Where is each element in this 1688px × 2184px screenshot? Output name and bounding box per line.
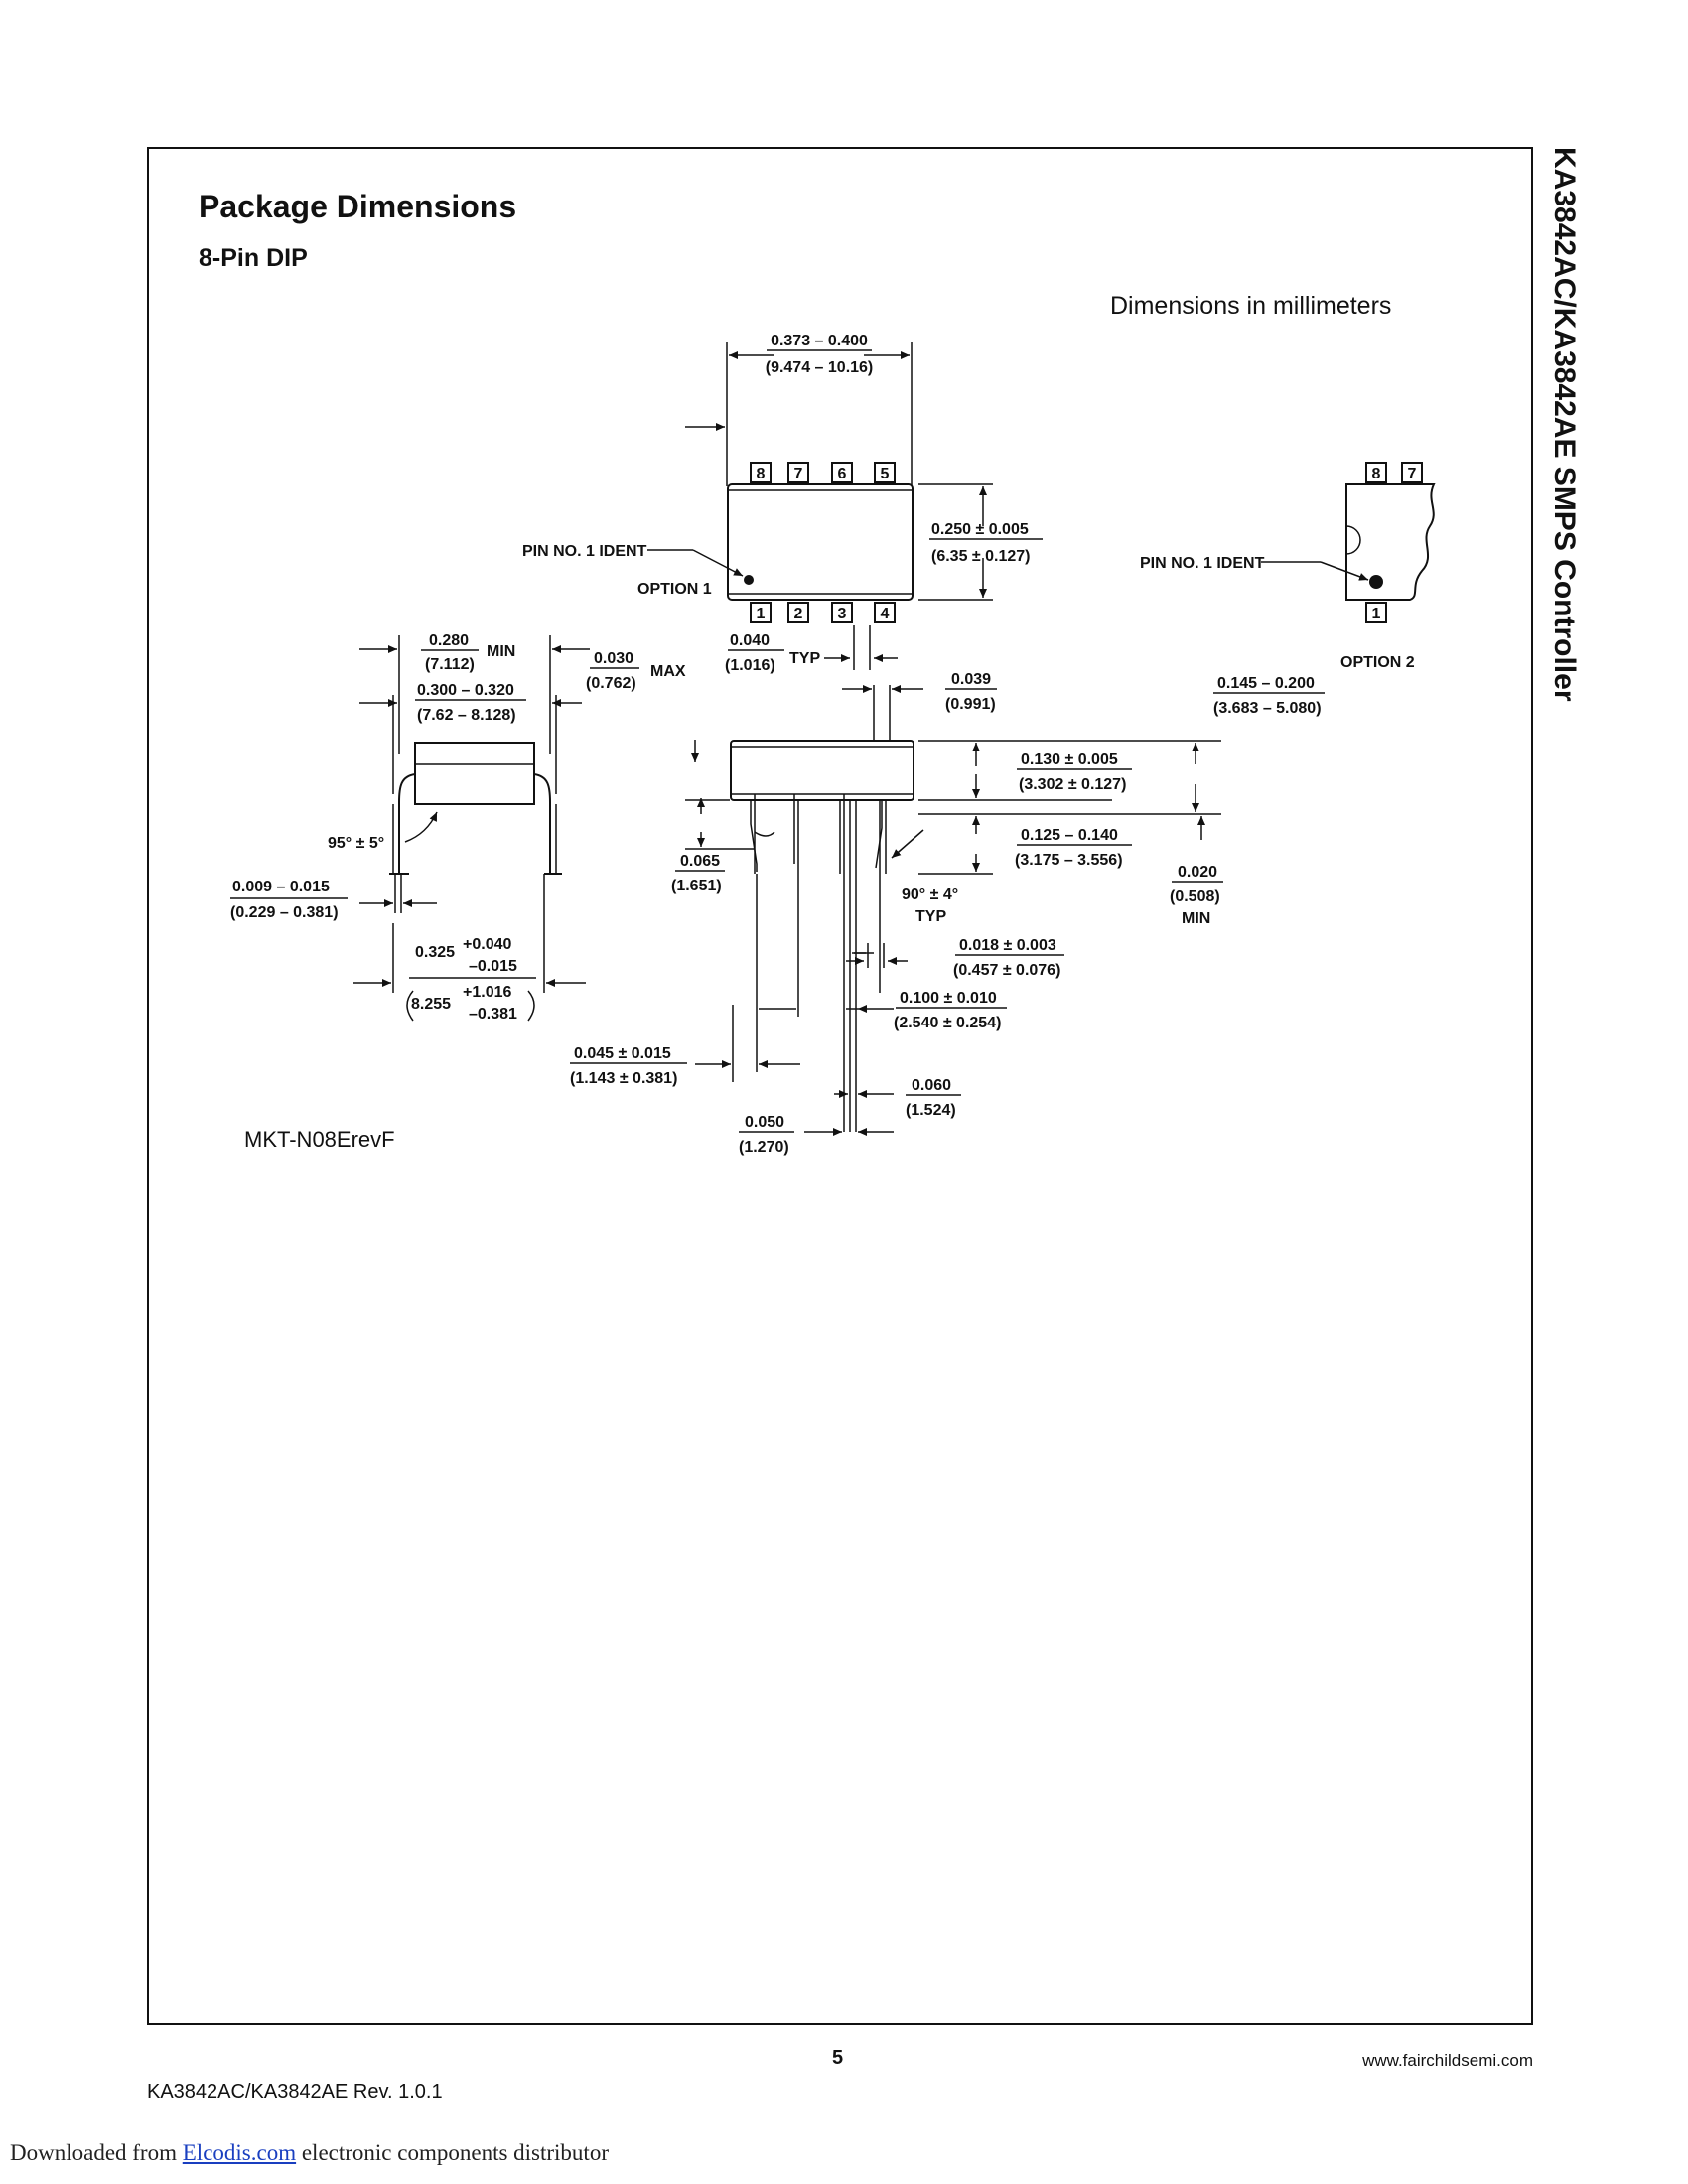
pins-bottom: 1 2 3 4: [750, 602, 896, 623]
end-row-in: 0.300 – 0.320: [417, 682, 514, 699]
lead-width-mm: (0.457 ± 0.076): [953, 962, 1060, 979]
elcodis-link[interactable]: Elcodis.com: [182, 2140, 297, 2165]
opt2-pin1-dot: [1369, 575, 1383, 589]
lead-width-in: 0.018 ± 0.003: [959, 937, 1056, 954]
body-height-mm: (3.302 ± 0.127): [1019, 776, 1126, 793]
total-height-in: 0.145 – 0.200: [1217, 675, 1315, 692]
download-suffix: electronic components distributor: [296, 2140, 609, 2165]
lead-thick-mm: (0.229 – 0.381): [230, 904, 339, 921]
pin-3: 3: [838, 606, 847, 622]
section-subtitle: 8-Pin DIP: [199, 244, 308, 272]
pin-8: 8: [757, 466, 766, 482]
span-mm-minus: –0.381: [469, 1006, 517, 1023]
lead-length-mm: (3.175 – 3.556): [1015, 852, 1123, 869]
download-prefix: Downloaded from: [10, 2140, 183, 2165]
shoulder-w-in: 0.060: [912, 1077, 951, 1094]
end-in: 0.045 ± 0.015: [574, 1045, 671, 1062]
pin-4: 4: [881, 606, 890, 622]
top-width-mm: (9.474 – 10.16): [766, 359, 874, 376]
end-view: 0.280 (7.112) MIN 0.300 – 0.320 (7.62 – …: [230, 632, 686, 1023]
page-frame: [147, 147, 1533, 2025]
option2-body: [1345, 483, 1436, 601]
top-height-in: 0.250 ± 0.005: [931, 521, 1029, 538]
download-banner: Downloaded from Elcodis.com electronic c…: [10, 2140, 609, 2166]
shoulder-max-label: MAX: [650, 663, 686, 680]
standoff-in: 0.020: [1178, 864, 1217, 881]
standoff-mm: (0.508): [1170, 888, 1220, 905]
side-top-mm: (0.991): [945, 696, 996, 713]
pin-gap-in: 0.040: [730, 632, 770, 649]
typ-label: TYP: [789, 650, 820, 667]
option2-label: OPTION 2: [1340, 654, 1415, 671]
page-number: 5: [832, 2047, 844, 2069]
side-top-in: 0.039: [951, 671, 991, 688]
pitch-mm: (2.540 ± 0.254): [894, 1015, 1001, 1031]
end-angle: 95° ± 5°: [328, 835, 384, 852]
opt2-pin1-label: PIN NO. 1 IDENT: [1140, 555, 1265, 572]
pin1-ident-label: PIN NO. 1 IDENT: [522, 543, 647, 560]
top-height-mm: (6.35 ± 0.127): [931, 548, 1031, 565]
side-view-body: [730, 740, 914, 801]
revision: KA3842AC/KA3842AE Rev. 1.0.1: [147, 2081, 443, 2103]
span-in-minus: –0.015: [469, 958, 517, 975]
total-height-mm: (3.683 – 5.080): [1213, 700, 1322, 717]
half-pitch-mm: (1.270): [739, 1139, 789, 1156]
pin-2: 2: [794, 606, 803, 622]
lead-angle: 90° ± 4°: [902, 887, 958, 903]
option2-view: 8 7 1 PIN NO. 1 IDENT OPTION 2: [1140, 462, 1436, 671]
span-in-plus: +0.040: [463, 936, 511, 953]
span-mm: 8.255: [411, 996, 451, 1013]
lead-thick-in: 0.009 – 0.015: [232, 879, 330, 895]
end-rowmin-in: 0.280: [429, 632, 469, 649]
lead-length-in: 0.125 – 0.140: [1021, 827, 1118, 844]
end-min-label: MIN: [487, 643, 515, 660]
opt2-pin-7: 7: [1408, 466, 1417, 482]
shoulder-mm: (0.762): [586, 675, 636, 692]
span-in: 0.325: [415, 944, 455, 961]
pin-gap-mm: (1.016): [725, 657, 775, 674]
pin-1: 1: [757, 606, 766, 622]
shoulder-in: 0.030: [594, 650, 633, 667]
drawing-code: MKT-N08ErevF: [244, 1127, 395, 1152]
opt2-pin-1: 1: [1372, 606, 1381, 622]
pin-6: 6: [838, 466, 847, 482]
dip-body-top: [727, 483, 914, 601]
pins-top: 8 7 6 5: [750, 462, 896, 483]
end-mm: (1.143 ± 0.381): [570, 1070, 677, 1087]
end-rowmin-mm: (7.112): [425, 656, 475, 673]
side-view: 0.039 (0.991) 0.130 ± 0.005 (3.302 ± 0.1…: [570, 671, 1325, 1156]
pin-7: 7: [794, 466, 803, 482]
page-title: Package Dimensions: [199, 189, 517, 224]
standoff-min: MIN: [1182, 910, 1210, 927]
opt2-pin-8: 8: [1372, 466, 1381, 482]
seat-mm: (1.651): [671, 878, 722, 894]
pin-5: 5: [881, 466, 890, 482]
shoulder-w-mm: (1.524): [906, 1102, 956, 1119]
pin1-dot: [744, 575, 754, 585]
units-note: Dimensions in millimeters: [1110, 292, 1392, 320]
end-view-body: [414, 742, 535, 805]
body-height-in: 0.130 ± 0.005: [1021, 751, 1118, 768]
website: www.fairchildsemi.com: [1362, 2051, 1533, 2070]
option1-label: OPTION 1: [637, 581, 712, 598]
pitch-in: 0.100 ± 0.010: [900, 990, 997, 1007]
span-mm-plus: +1.016: [463, 984, 511, 1001]
seat-in: 0.065: [680, 853, 720, 870]
lead-angle-typ: TYP: [915, 908, 946, 925]
top-view: 0.373 – 0.400 (9.474 – 10.16) 8 7 6 5 1 …: [522, 333, 1043, 674]
top-width-in: 0.373 – 0.400: [771, 333, 868, 349]
half-pitch-in: 0.050: [745, 1114, 784, 1131]
end-row-mm: (7.62 – 8.128): [417, 707, 516, 724]
